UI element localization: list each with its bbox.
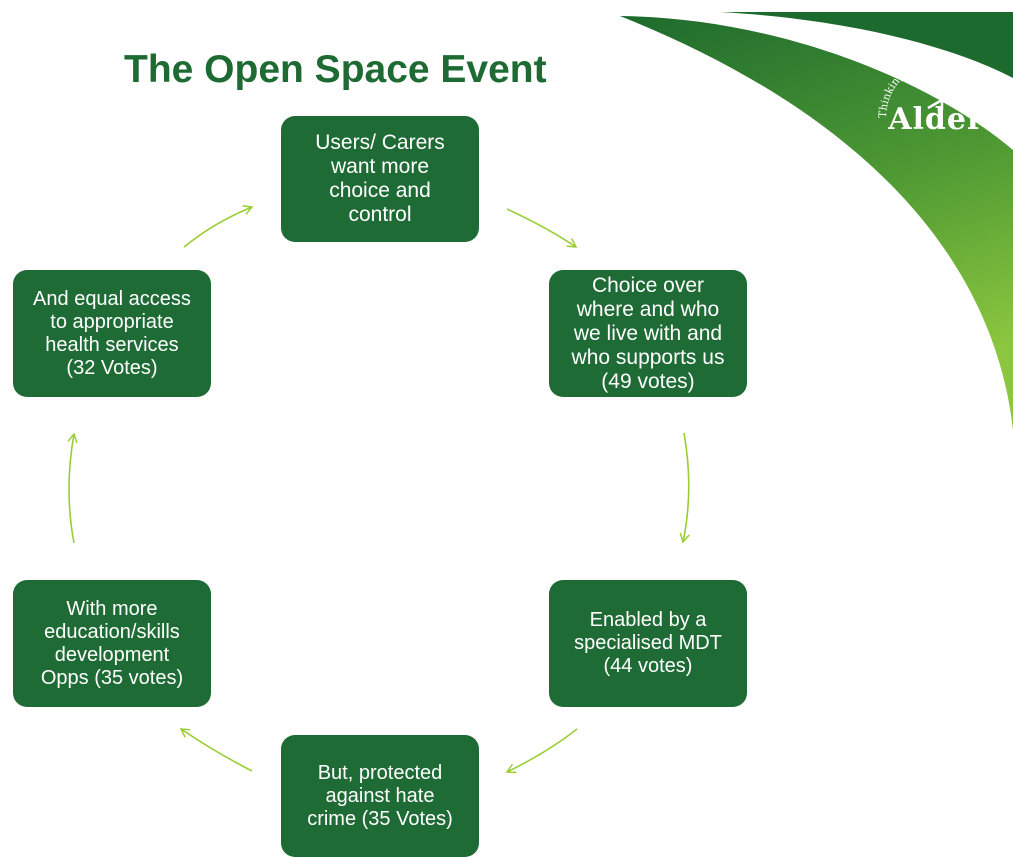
cycle-box-text: Choice over where and who we live with a… <box>571 273 725 393</box>
cycle-box-text: And equal access to appropriate health s… <box>33 287 191 379</box>
logo-wordmark: Alder <box>888 102 984 137</box>
cycle-box-text: Enabled by a specialised MDT (44 votes) <box>574 609 722 677</box>
cycle-box-protected-hate-crime: But, protected against hate crime (35 Vo… <box>281 735 479 857</box>
cycle-box-enabled-mdt: Enabled by a specialised MDT (44 votes) <box>549 580 747 707</box>
cycle-box-choice-over: Choice over where and who we live with a… <box>549 270 747 397</box>
alder-logo: Thinking Collaborating Advising Solving <box>868 28 1007 118</box>
slide-title: The Open Space Event <box>124 48 547 91</box>
cycle-box-text: But, protected against hate crime (35 Vo… <box>307 761 453 830</box>
cycle-box-text: Users/ Carers want more choice and contr… <box>315 131 445 226</box>
cycle-box-text: With more education/skills development O… <box>40 597 184 689</box>
cycle-box-education-skills: With more education/skills development O… <box>13 580 211 707</box>
cycle-box-equal-access: And equal access to appropriate health s… <box>13 270 211 397</box>
cycle-box-users-carers: Users/ Carers want more choice and contr… <box>281 116 479 242</box>
tree-icon <box>924 61 960 110</box>
